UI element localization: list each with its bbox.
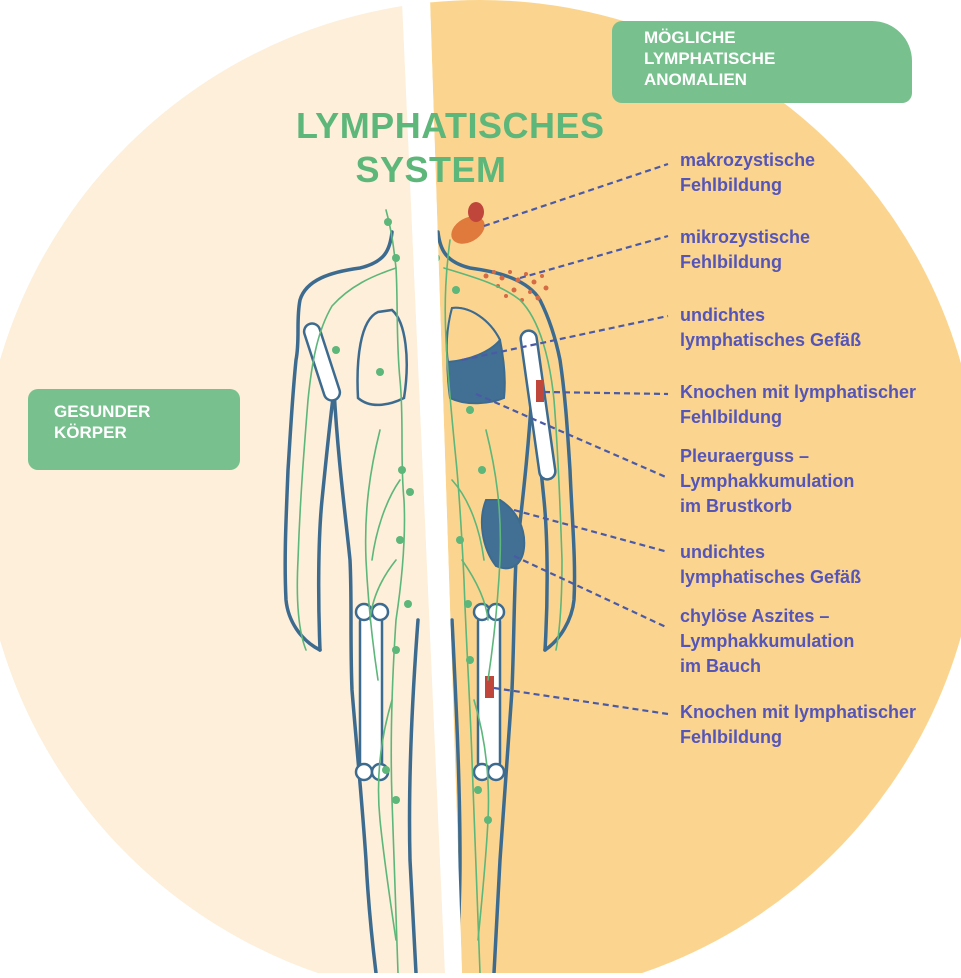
label-line: im Bauch <box>680 654 854 679</box>
label-line: chylöse Aszites – <box>680 604 854 629</box>
anomalies-badge: MÖGLICHE LYMPHATISCHE ANOMALIEN <box>612 21 912 103</box>
label-line: Knochen mit lymphatischer <box>680 700 916 725</box>
label-bone-upper: Knochen mit lymphatischer Fehlbildung <box>680 380 916 430</box>
label-line: undichtes <box>680 303 861 328</box>
label-line: Fehlbildung <box>680 250 810 275</box>
label-leaky-vessel-lower: undichtes lymphatisches Gefäß <box>680 540 861 590</box>
anomalies-badge-line-1: MÖGLICHE <box>612 27 912 48</box>
label-bone-lower: Knochen mit lymphatischer Fehlbildung <box>680 700 916 750</box>
label-line: Fehlbildung <box>680 725 916 750</box>
label-line: lymphatisches Gefäß <box>680 328 861 353</box>
anomalies-badge-line-2: LYMPHATISCHE <box>612 48 912 69</box>
label-chylous-ascites: chylöse Aszites – Lymphakkumulation im B… <box>680 604 854 679</box>
label-line: makrozystische <box>680 148 815 173</box>
healthy-badge-line-2: KÖRPER <box>28 422 240 443</box>
label-pleural-effusion: Pleuraerguss – Lymphakkumulation im Brus… <box>680 444 854 519</box>
label-line: lymphatisches Gefäß <box>680 565 861 590</box>
title-line-1: LYMPHATISCHES <box>296 104 566 148</box>
label-macrocystic: makrozystische Fehlbildung <box>680 148 815 198</box>
anomalies-badge-line-3: ANOMALIEN <box>612 69 912 90</box>
label-line: Fehlbildung <box>680 405 916 430</box>
label-line: Lymphakkumulation <box>680 629 854 654</box>
label-microcystic: mikrozystische Fehlbildung <box>680 225 810 275</box>
label-line: im Brustkorb <box>680 494 854 519</box>
label-line: Lymphakkumulation <box>680 469 854 494</box>
label-line: Pleuraerguss – <box>680 444 854 469</box>
leg-bone-lesion <box>485 676 494 698</box>
label-line: mikrozystische <box>680 225 810 250</box>
label-leaky-vessel-upper: undichtes lymphatisches Gefäß <box>680 303 861 353</box>
label-line: Knochen mit lymphatischer <box>680 380 916 405</box>
label-line: Fehlbildung <box>680 173 815 198</box>
healthy-badge-line-1: GESUNDER <box>28 401 240 422</box>
label-line: undichtes <box>680 540 861 565</box>
arm-bone-lesion <box>536 380 544 402</box>
title-line-2: SYSTEM <box>296 148 566 192</box>
healthy-body-badge: GESUNDER KÖRPER <box>28 389 240 470</box>
diagram-title: LYMPHATISCHES SYSTEM <box>296 104 566 192</box>
